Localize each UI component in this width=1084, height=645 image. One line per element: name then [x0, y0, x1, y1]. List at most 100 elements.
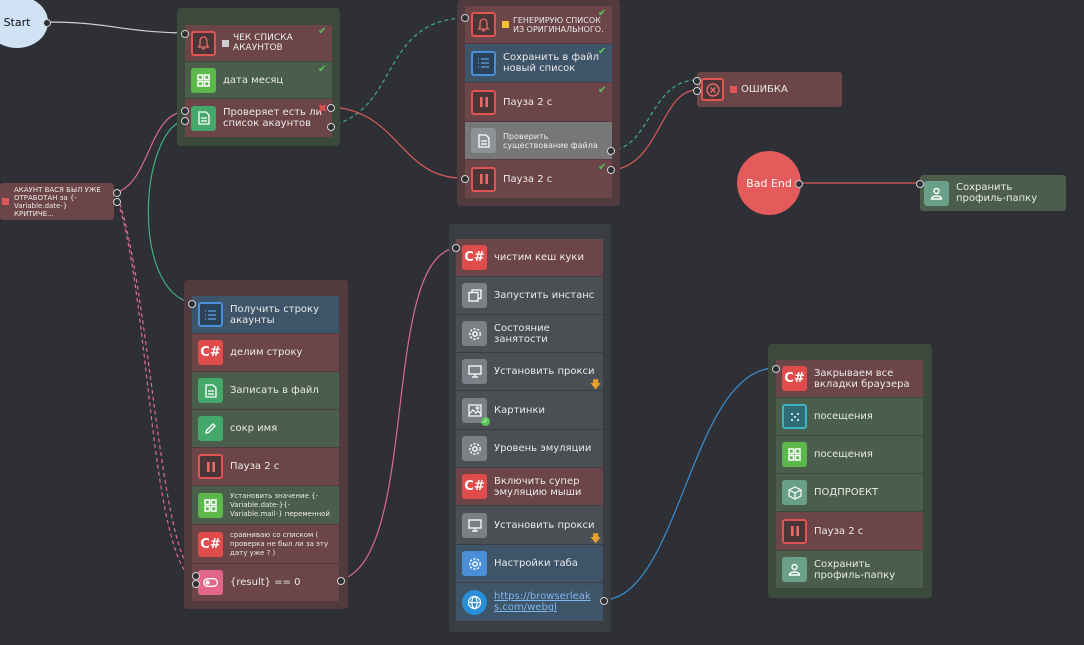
- action-label: Проверить существование файла: [503, 131, 598, 150]
- get-account-line-action[interactable]: Получить строку акаунты: [192, 296, 339, 333]
- group3-port-in[interactable]: [188, 300, 196, 308]
- left-port-out2[interactable]: [113, 198, 121, 206]
- close-all-tabs-action[interactable]: C# Закрываем все вкладки браузера: [776, 360, 923, 397]
- action-label: делим строку: [230, 347, 303, 358]
- gear-icon: [462, 436, 487, 461]
- super-mouse-emulation-action[interactable]: C# Включить супер эмуляцию мыши: [456, 468, 603, 505]
- pause-action-4[interactable]: Пауза 2 с: [776, 512, 923, 550]
- short-name-action[interactable]: сокр имя: [192, 410, 339, 447]
- group2-port-out[interactable]: [607, 147, 615, 155]
- group3-port-out[interactable]: [337, 577, 345, 585]
- group2-port-in2[interactable]: [461, 175, 469, 183]
- windows-icon: [462, 283, 487, 308]
- subproject-action[interactable]: ПОДПРОЕКТ: [776, 474, 923, 511]
- pause-action[interactable]: Пауза 2 с: [465, 83, 612, 121]
- emulation-level-action[interactable]: Уровень эмуляции: [456, 430, 603, 467]
- globe-icon: [462, 589, 487, 615]
- group1-port-in3[interactable]: [181, 117, 189, 125]
- set-proxy-action[interactable]: Установить прокси: [456, 353, 603, 390]
- generate-list-action[interactable]: ГЕНЕРИРУЮ СПИСОК ИЗ ОРИГИНАЛЬНОГО.: [465, 6, 612, 43]
- csharp-icon: C#: [198, 340, 223, 365]
- group4-port-out[interactable]: [600, 597, 608, 605]
- grid-icon: [782, 442, 807, 467]
- save-new-list-action[interactable]: Сохранить в файл новый список: [465, 44, 612, 82]
- pause-action-3[interactable]: Пауза 2 с: [192, 448, 339, 485]
- user-icon: [924, 180, 949, 206]
- list-icon: [198, 302, 223, 327]
- navigate-url-action[interactable]: https://browserleaks.com/webgl: [456, 583, 603, 621]
- split-line-action[interactable]: C# делим строку: [192, 334, 339, 371]
- result-condition-action[interactable]: {result} == 0: [192, 564, 339, 601]
- save-profile-port[interactable]: [916, 180, 924, 188]
- launch-instance-action[interactable]: Запустить инстанс: [456, 277, 603, 314]
- arrow-down-icon: 🡇: [590, 532, 602, 545]
- group2-port-out2[interactable]: [607, 166, 615, 174]
- wire-group3-to-group4: [339, 247, 456, 581]
- csharp-icon: C#: [198, 531, 223, 557]
- group5-port-in[interactable]: [772, 365, 780, 373]
- action-label: посещения: [814, 411, 873, 422]
- save-profile-action[interactable]: Сохранить профиль-папку: [776, 551, 923, 588]
- set-variable-action[interactable]: Установить значение {-Variable.date-}{-V…: [192, 486, 339, 524]
- busy-state-action[interactable]: Состояние занятости: [456, 315, 603, 352]
- action-label: Получить строку акаунты: [230, 303, 319, 326]
- check-icon: ✔: [598, 8, 607, 19]
- group1-port-out-ok[interactable]: [327, 123, 335, 131]
- document-icon: [198, 378, 223, 403]
- arrow-down-icon: 🡇: [590, 378, 602, 391]
- status-square: [502, 21, 509, 28]
- pause-action-2[interactable]: Пауза 2 с: [465, 160, 612, 198]
- group1-port-in2[interactable]: [181, 107, 189, 115]
- group4-port-in[interactable]: [452, 244, 460, 252]
- action-label: Записать в файл: [230, 385, 319, 396]
- action-label: Установить прокси: [494, 366, 595, 377]
- check-list-exists-action[interactable]: Проверяет есть ли список акаунтов: [185, 99, 332, 137]
- group1-port-out-err[interactable]: [327, 104, 335, 112]
- action-label: Состояние занятости: [494, 322, 550, 345]
- left-port-out1[interactable]: [113, 189, 121, 197]
- set-proxy-action-2[interactable]: Установить прокси: [456, 506, 603, 544]
- pause-icon: [471, 166, 496, 192]
- bad-end-node[interactable]: Bad End: [737, 151, 801, 215]
- group3-port-in2[interactable]: [192, 572, 200, 580]
- action-label: Уровень эмуляции: [494, 443, 592, 454]
- images-action[interactable]: ✓ Картинки: [456, 391, 603, 429]
- write-file-action[interactable]: Записать в файл: [192, 372, 339, 409]
- clear-cookies-action[interactable]: C# чистим кеш куки: [456, 239, 603, 276]
- save-profile-node[interactable]: Сохранить профиль-папку: [920, 175, 1066, 211]
- visits-variable-action[interactable]: посещения: [776, 436, 923, 473]
- compare-list-action[interactable]: C# сравниваю со списком ( проверка не бы…: [192, 525, 339, 563]
- left-critical-node[interactable]: АКАУНТ ВАСЯ БЫЛ УЖЕ ОТРАБОТАН за {-Varia…: [0, 183, 114, 220]
- action-label: Настройки таба: [494, 558, 578, 569]
- visits-random-action[interactable]: посещения: [776, 398, 923, 435]
- check-accounts-action[interactable]: ЧЕК СПИСКА АКАУНТОВ: [185, 25, 332, 61]
- check-icon: ✔: [598, 162, 607, 173]
- error-node[interactable]: ОШИБКА: [697, 72, 842, 107]
- url-link[interactable]: https://browserleaks.com/webgl: [494, 591, 591, 613]
- pause-icon: [198, 454, 223, 479]
- date-month-action[interactable]: дата месяц: [185, 62, 332, 98]
- tab-settings-action[interactable]: Настройки таба: [456, 545, 603, 582]
- check-badge-icon: ✓: [481, 416, 490, 426]
- monitor-icon: [462, 512, 487, 538]
- status-square: [222, 39, 229, 47]
- group2-port-in[interactable]: [461, 14, 469, 22]
- start-port[interactable]: [43, 19, 51, 27]
- toggle-icon: [198, 570, 223, 595]
- error-icon: [701, 78, 724, 101]
- csharp-icon: C#: [782, 366, 807, 391]
- action-label: Сохранить профиль-папку: [814, 558, 896, 581]
- check-file-exists-action[interactable]: Проверить существование файла: [465, 122, 612, 159]
- group3-port-in3[interactable]: [192, 580, 200, 588]
- error-port-in2[interactable]: [693, 87, 701, 95]
- wire-start-to-group1: [45, 21, 186, 34]
- wire-group1-to-group3: [147, 119, 193, 304]
- pause-icon: [782, 518, 807, 544]
- action-label: дата месяц: [223, 74, 284, 86]
- error-port-in[interactable]: [693, 77, 701, 85]
- check-icon: ✔: [598, 46, 607, 57]
- left-critical-label: АКАУНТ ВАСЯ БЫЛ УЖЕ ОТРАБОТАН за {-Varia…: [14, 185, 101, 218]
- bad-end-port[interactable]: [795, 180, 803, 188]
- group1-port-in[interactable]: [181, 30, 189, 38]
